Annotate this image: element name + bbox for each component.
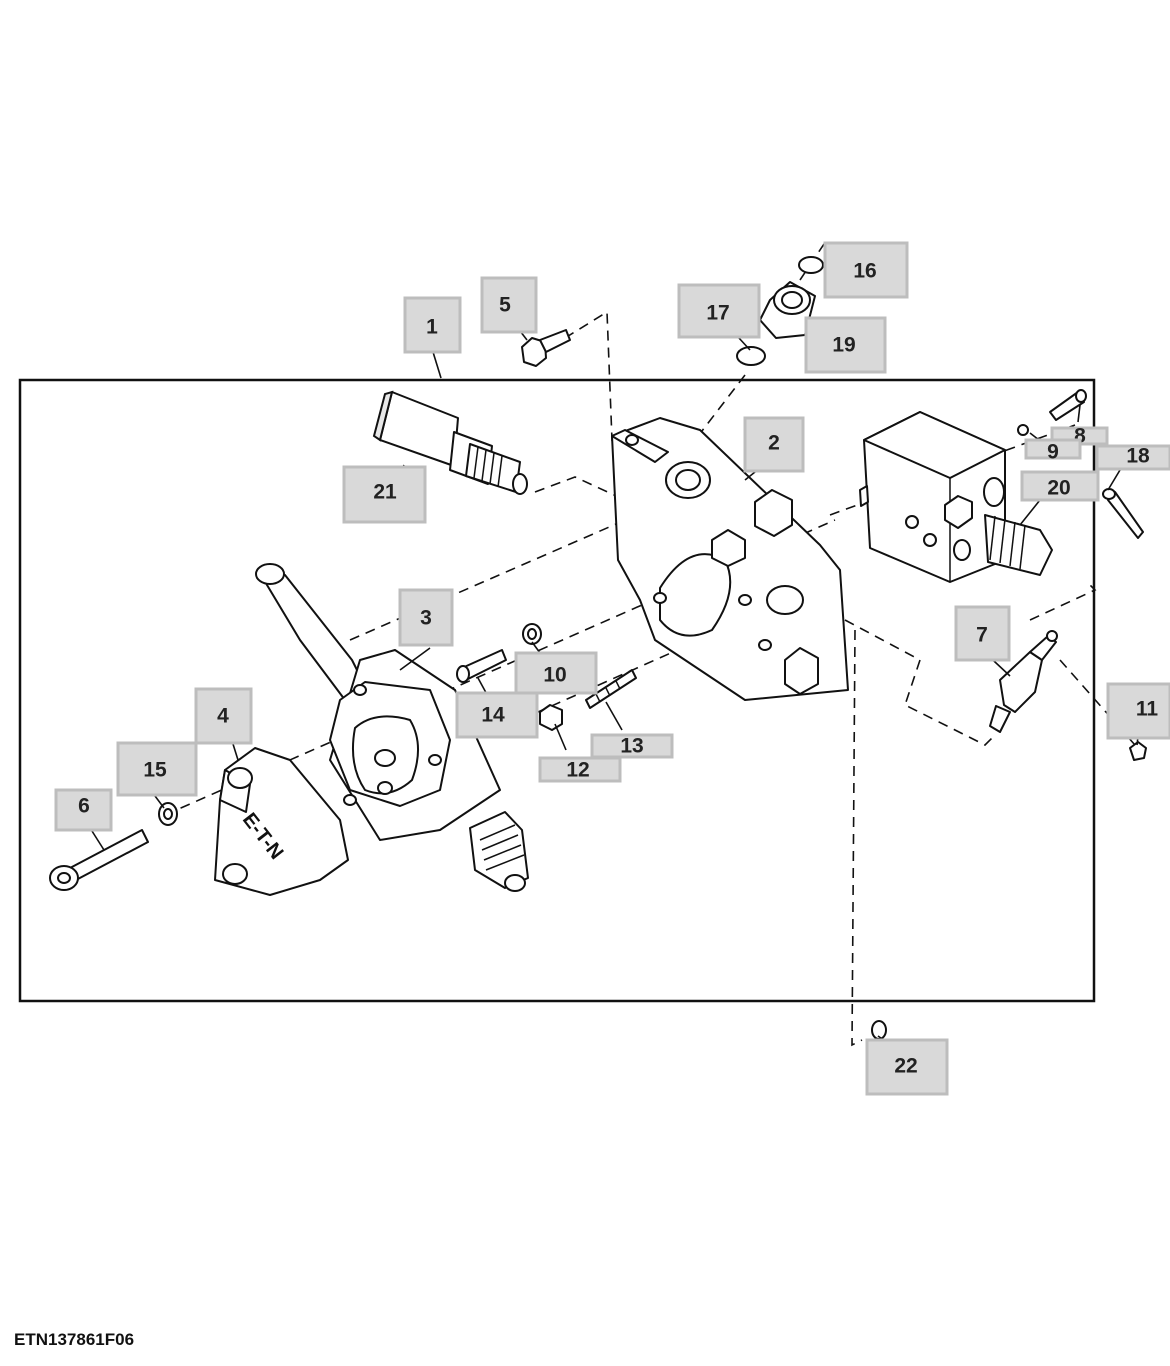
spool-section (255, 563, 529, 892)
figure-id-label: ETN137861F06 (14, 1330, 135, 1349)
callout-22[interactable]: 22 (865, 1038, 949, 1096)
callout-label: 7 (976, 624, 988, 647)
callout-2[interactable]: 2 (743, 416, 805, 473)
callout-10[interactable]: 10 (514, 651, 598, 695)
callout-label: 18 (1126, 445, 1150, 468)
callout-label: 22 (894, 1055, 917, 1078)
callout-11[interactable]: 11 (1106, 682, 1170, 740)
callout-21[interactable]: 21 (342, 465, 427, 524)
callout-label: 3 (420, 607, 432, 630)
callout-label: 15 (143, 759, 167, 782)
valve-section-body (611, 417, 849, 701)
callout-3[interactable]: 3 (398, 588, 454, 647)
callout-label: 14 (481, 704, 505, 727)
cover-screws (1017, 389, 1144, 539)
callout-label: 13 (620, 735, 643, 758)
callout-label: 17 (706, 302, 729, 325)
callout-label: 5 (499, 294, 511, 317)
flange-bolt (521, 329, 571, 367)
callout-label: 19 (832, 334, 855, 357)
callout-1[interactable]: 1 (403, 296, 462, 354)
callout-5[interactable]: 5 (480, 276, 538, 334)
callout-label: 2 (768, 432, 780, 455)
assembly-frame (18, 378, 1096, 1003)
callout-19[interactable]: 19 (804, 316, 887, 374)
relief-valve-cartridge (372, 390, 528, 495)
callout-label: 1 (426, 316, 438, 339)
callout-7[interactable]: 7 (954, 605, 1011, 662)
callout-16[interactable]: 16 (823, 241, 909, 299)
end-cover-plate: E-T-N (214, 747, 349, 896)
stem-valve (989, 630, 1147, 761)
callout-label: 4 (217, 705, 229, 728)
callout-9[interactable]: 9 (1024, 438, 1082, 464)
callout-13[interactable]: 13 (590, 733, 674, 759)
callout-14[interactable]: 14 (455, 691, 539, 739)
callout-label: 16 (853, 260, 876, 283)
callout-label: 10 (543, 664, 566, 687)
callout-label: 20 (1047, 477, 1070, 500)
callout-label: 12 (566, 759, 589, 782)
callout-17[interactable]: 17 (677, 283, 761, 339)
callout-label: 6 (78, 795, 90, 818)
fasteners-center (456, 623, 637, 731)
callout-4[interactable]: 4 (194, 687, 253, 745)
end-cover-block (859, 411, 1053, 583)
callout-12[interactable]: 12 (538, 756, 622, 783)
callout-20[interactable]: 20 (1020, 470, 1100, 502)
callout-15[interactable]: 15 (116, 741, 198, 797)
callout-18[interactable]: 18 (1095, 444, 1170, 471)
callout-label: 21 (373, 481, 397, 504)
callout-6[interactable]: 6 (54, 788, 113, 832)
callout-label: 11 (1136, 698, 1159, 721)
cap-screw (49, 802, 178, 891)
callout-label: 9 (1047, 441, 1059, 464)
